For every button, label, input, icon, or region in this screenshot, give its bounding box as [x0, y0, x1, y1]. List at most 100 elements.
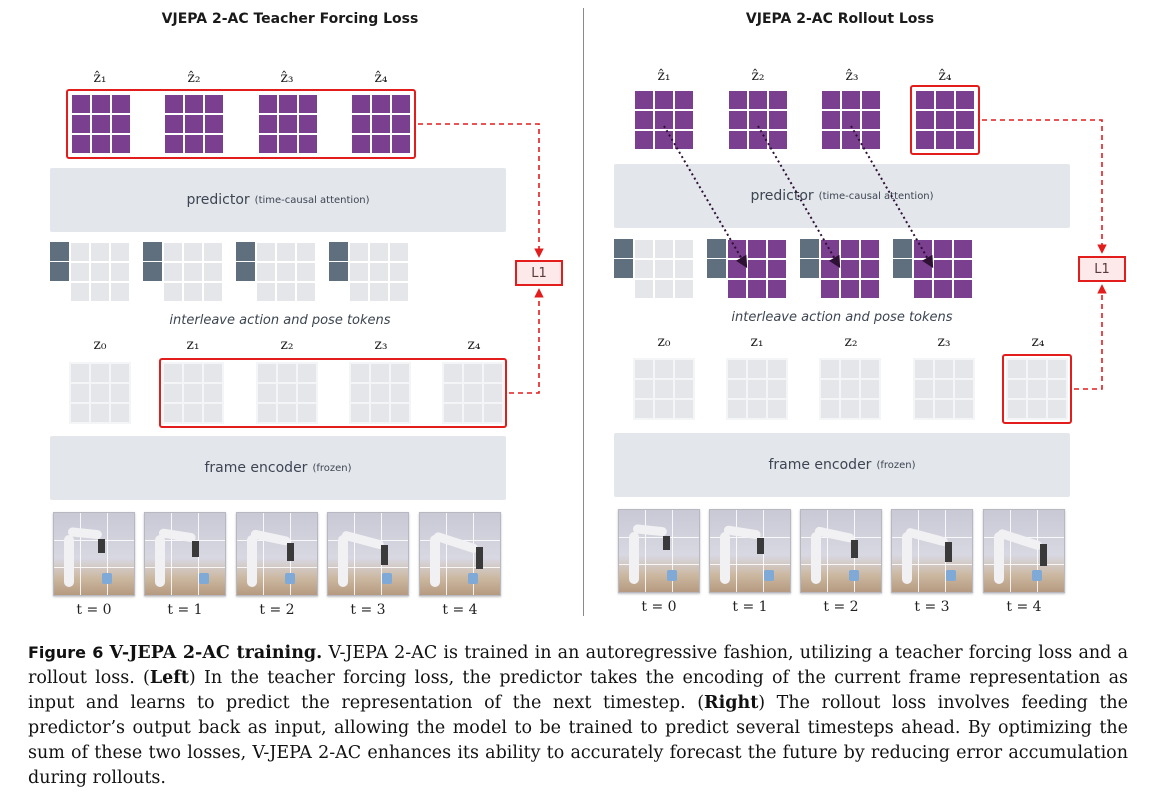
- right-action-token-0b: [614, 259, 633, 278]
- left-pred-highlight: [66, 89, 416, 159]
- right-predictor-block: predictor (time-causal attention): [614, 164, 1070, 228]
- left-frame-photo-0: [53, 512, 135, 596]
- left-input-grid-1: [162, 241, 224, 303]
- right-frame-photo-0: [618, 509, 700, 593]
- right-interleave-caption: interleave action and pose tokens: [731, 310, 953, 325]
- right-action-token-2a: [800, 239, 819, 258]
- caption-text-3: ) The rollout loss involves feeding the …: [28, 693, 1128, 788]
- left-target-to-l1-connector: [509, 288, 544, 394]
- left-enc-grid-3: [349, 362, 411, 424]
- left-action-token-3b: [329, 262, 348, 281]
- right-pred-grid-1: [633, 89, 695, 151]
- left-pred-grid-1: [70, 93, 132, 155]
- left-time-label-2: t = 2: [259, 602, 295, 618]
- right-frame-photo-4: [983, 509, 1065, 593]
- right-action-token-1b: [707, 259, 726, 278]
- right-action-token-0a: [614, 239, 633, 258]
- right-target-to-l1-connector: [1074, 284, 1107, 390]
- right-action-token-1a: [707, 239, 726, 258]
- left-input-grid-0: [69, 241, 131, 303]
- right-action-token-2b: [800, 259, 819, 278]
- right-pred-highlight: [910, 85, 980, 155]
- left-encoder-sublabel: (frozen): [312, 462, 352, 474]
- right-enc-label-1: z₁: [750, 334, 764, 350]
- left-pred-label-3: ẑ₃: [280, 70, 294, 86]
- right-enc-grid-1: [726, 358, 788, 420]
- panel-divider: [583, 8, 584, 616]
- right-enc-grid-2: [819, 358, 881, 420]
- left-panel-title: VJEPA 2-AC Teacher Forcing Loss: [161, 11, 419, 27]
- caption-figure-label: Figure 6: [28, 643, 104, 662]
- right-target-highlight: [1002, 354, 1072, 424]
- left-pred-grid-3: [257, 93, 319, 155]
- right-pred-grid-3: [820, 89, 882, 151]
- right-enc-grid-0: [633, 358, 695, 420]
- left-enc-label-0: z₀: [93, 337, 107, 353]
- left-action-token-1b: [143, 262, 162, 281]
- left-l1-loss-box: L1: [515, 260, 563, 286]
- left-action-token-2b: [236, 262, 255, 281]
- figure-caption: Figure 6 V-JEPA 2-AC training. V-JEPA 2-…: [28, 640, 1128, 791]
- left-time-label-4: t = 4: [442, 602, 478, 618]
- right-action-token-3a: [893, 239, 912, 258]
- left-enc-label-4: z₄: [467, 337, 481, 353]
- left-enc-label-2: z₂: [280, 337, 294, 353]
- right-predictor-sublabel: (time-causal attention): [818, 190, 934, 202]
- right-pred-label-3: ẑ₃: [845, 68, 859, 84]
- left-encoder-block: frame encoder (frozen): [50, 436, 506, 500]
- left-target-highlight: [159, 358, 507, 428]
- right-panel-title: VJEPA 2-AC Rollout Loss: [745, 11, 935, 27]
- left-input-grid-2: [255, 241, 317, 303]
- right-time-label-4: t = 4: [1006, 599, 1042, 615]
- right-pred-label-4: ẑ₄: [938, 68, 952, 84]
- caption-right-word: Right: [704, 693, 759, 713]
- left-frame-photo-4: [419, 512, 501, 596]
- left-frame-photo-1: [144, 512, 226, 596]
- left-frame-photo-2: [236, 512, 318, 596]
- left-pred-grid-4: [350, 93, 412, 155]
- left-time-label-0: t = 0: [76, 602, 112, 618]
- left-predictor-sublabel: (time-causal attention): [254, 194, 370, 206]
- right-enc-grid-4: [1006, 358, 1068, 420]
- right-enc-label-3: z₃: [937, 334, 951, 350]
- right-frame-photo-1: [709, 509, 791, 593]
- right-time-label-2: t = 2: [823, 599, 859, 615]
- right-predictor-label: predictor: [750, 188, 814, 204]
- right-pred-grid-2: [727, 89, 789, 151]
- left-enc-label-1: z₁: [186, 337, 200, 353]
- left-action-token-3a: [329, 242, 348, 261]
- left-input-grid-3: [348, 241, 410, 303]
- right-fed-back-grid-1: [726, 238, 788, 300]
- right-time-label-0: t = 0: [641, 599, 677, 615]
- caption-text-1: V-JEPA 2-AC is trained in an autoregress…: [28, 643, 1128, 688]
- right-frame-photo-3: [891, 509, 973, 593]
- left-pred-label-1: ẑ₁: [93, 70, 107, 86]
- left-time-label-3: t = 3: [350, 602, 386, 618]
- caption-left-word: Left: [149, 668, 189, 688]
- right-encoder-sublabel: (frozen): [876, 459, 916, 471]
- right-encoder-label: frame encoder: [768, 457, 872, 473]
- left-action-token-0b: [50, 262, 69, 281]
- left-pred-label-2: ẑ₂: [187, 70, 201, 86]
- right-time-label-3: t = 3: [914, 599, 950, 615]
- left-enc-grid-0: [69, 362, 131, 424]
- caption-text-2: ) In the teacher forcing loss, the predi…: [28, 668, 1128, 713]
- left-predictor-label: predictor: [186, 192, 250, 208]
- left-enc-grid-4: [442, 362, 504, 424]
- right-enc-label-4: z₄: [1031, 334, 1045, 350]
- right-fed-back-grid-2: [819, 238, 881, 300]
- left-enc-grid-1: [162, 362, 224, 424]
- right-pred-label-1: ẑ₁: [657, 68, 671, 84]
- left-action-token-2a: [236, 242, 255, 261]
- right-encoder-block: frame encoder (frozen): [614, 433, 1070, 497]
- left-predictor-block: predictor (time-causal attention): [50, 168, 506, 232]
- left-enc-label-3: z₃: [374, 337, 388, 353]
- right-l1-loss-box: L1: [1078, 256, 1126, 282]
- left-frame-photo-3: [327, 512, 409, 596]
- left-encoder-label: frame encoder: [204, 460, 308, 476]
- left-enc-grid-2: [256, 362, 318, 424]
- right-fed-back-grid-3: [912, 238, 974, 300]
- right-time-label-1: t = 1: [732, 599, 768, 615]
- left-action-token-1a: [143, 242, 162, 261]
- right-frame-photo-2: [800, 509, 882, 593]
